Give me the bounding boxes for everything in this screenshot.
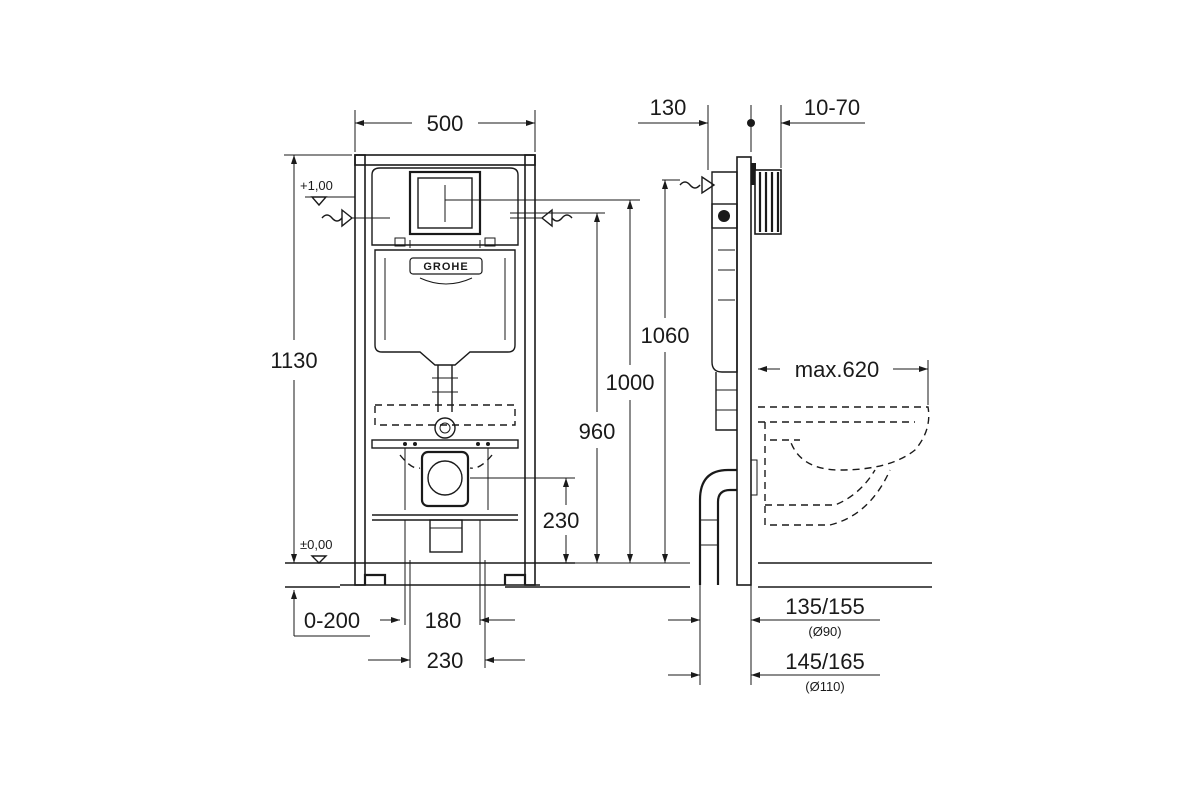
dimension-drain-offset-1: 135/155 (Ø90) [668, 585, 880, 685]
frame-side-profile [736, 156, 752, 586]
svg-text:1060: 1060 [641, 323, 690, 348]
frame-left-post [354, 154, 366, 586]
flush-plate-frame [408, 170, 482, 236]
level-triangle-icon [305, 196, 355, 207]
frame-right-post [524, 154, 536, 586]
cistern-top [371, 167, 519, 246]
dimension-inlet-height: 960 [510, 212, 616, 563]
wc-bowl-dashed [758, 406, 930, 526]
flush-outlet-inner [439, 422, 451, 434]
dimension-total-height: 1130 [270, 154, 352, 563]
svg-text:10-70: 10-70 [804, 95, 860, 120]
dimension-drain-outer: 230 [368, 560, 525, 673]
cistern-clip-right [484, 237, 496, 247]
actuator-block [711, 203, 738, 229]
svg-text:230: 230 [427, 648, 464, 673]
svg-text:500: 500 [427, 111, 464, 136]
brand-logo: GROHE [409, 257, 483, 285]
level-triangle-icon [310, 555, 328, 564]
top-level-label: +1,00 [300, 178, 333, 193]
svg-text:(Ø110): (Ø110) [805, 679, 845, 694]
dimension-drain-offset-2: 145/165 (Ø110) [668, 649, 880, 694]
dimension-drain-inner: 180 [404, 520, 515, 633]
cistern-clip-left [394, 237, 406, 247]
frame-crossbar [371, 439, 519, 449]
svg-text:1130: 1130 [270, 348, 317, 373]
svg-text:230: 230 [543, 508, 580, 533]
drain-elbow-side [698, 468, 737, 585]
dimension-depth: 130 [638, 95, 709, 170]
bowl-outline-dashed [374, 404, 516, 426]
svg-text:0-200: 0-200 [304, 608, 360, 633]
floor-level-label: ±0,00 [300, 537, 332, 552]
svg-text:145/165: 145/165 [785, 649, 865, 674]
drain-pipe [429, 519, 463, 553]
svg-text:135/155: 135/155 [785, 594, 865, 619]
drain-elbow [420, 450, 470, 508]
frame-left-foot [363, 573, 387, 585]
dimension-frame-height: 1060 [641, 179, 690, 563]
svg-text:960: 960 [579, 419, 616, 444]
water-inlet-arrow-icon [679, 175, 716, 195]
cistern-body [374, 249, 516, 366]
dimension-adjust: 0-200 [291, 590, 400, 637]
wall-connector [754, 169, 782, 235]
front-view: GROHE [270, 110, 690, 673]
frame-right-foot [503, 573, 527, 585]
svg-text:180: 180 [425, 608, 462, 633]
water-inlet-arrow-icon [510, 208, 573, 228]
svg-text:130: 130 [650, 95, 687, 120]
dimension-width: 500 [354, 110, 536, 152]
flush-outlet [434, 417, 456, 439]
dimension-plate-height: 1000 [445, 199, 655, 563]
svg-text:(Ø90): (Ø90) [808, 624, 841, 639]
svg-text:GROHE: GROHE [423, 261, 468, 273]
side-view: 130 10-70 max.620 135/ [638, 95, 932, 694]
svg-text:max.620: max.620 [795, 357, 879, 382]
svg-text:1000: 1000 [606, 370, 655, 395]
water-inlet-arrow-icon [321, 208, 390, 228]
flush-plate-inner [417, 177, 473, 229]
dimension-wall-range: 10-70 [747, 95, 865, 168]
dimension-drain-height: 230 [470, 477, 580, 563]
drain-outlet [427, 460, 463, 496]
dimension-bowl-projection: max.620 [758, 357, 929, 405]
frame-top-rail [354, 154, 536, 166]
cistern-side [711, 171, 738, 373]
